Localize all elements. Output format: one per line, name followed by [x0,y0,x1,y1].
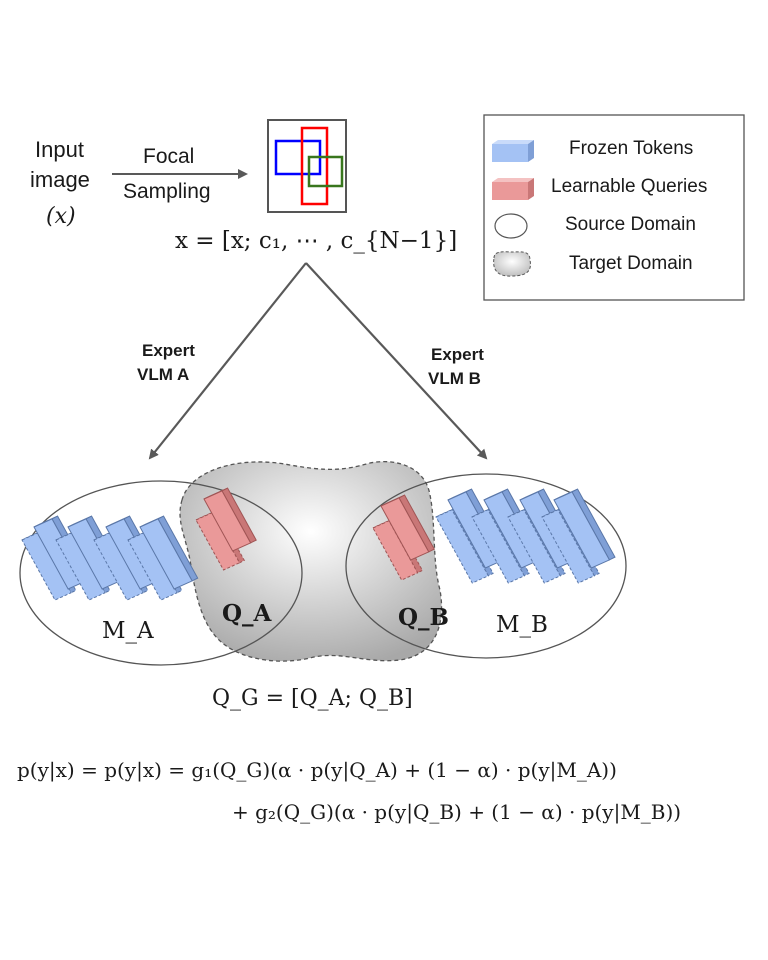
expert-a-line1: Expert [142,341,195,360]
learnable-query-a [203,487,257,552]
crop-box-red [300,126,329,206]
label-m-a: M_A [102,618,154,644]
expert-b-arrow [305,262,488,460]
legend-target-label: Target Domain [569,253,693,274]
legend-learnable-label: Learnable Queries [551,176,708,197]
legend-source-swatch [494,213,528,239]
label-q-a: Q_A [222,600,272,627]
focal-label-line1: Focal [143,145,195,168]
learnable-query-b [380,494,435,561]
expert-b-line1: Expert [431,345,484,364]
legend [483,114,745,301]
focal-label-line2: Sampling [123,180,211,203]
input-variable: (x) [46,204,76,229]
source-domain-a [19,480,303,666]
target-domain-blob [179,460,443,662]
expert-a-line2: VLM A [137,365,190,384]
label-q-b: Q_B [398,604,449,631]
qg-formula: Q_G = [Q_A; Q_B] [212,686,413,711]
legend-target-swatch [493,251,531,277]
input-label-line1: Input [35,137,84,162]
crop-box-green [307,155,344,188]
equation-line2: + g₂(Q_G)(α · p(y|Q_B) + (1 − α) · p(y|M… [232,800,682,824]
legend-source-label: Source Domain [565,214,696,235]
legend-frozen-label: Frozen Tokens [569,138,694,159]
tokens-layer [21,487,616,601]
input-label-line2: image [30,167,90,192]
crops-formula: x = [x; c₁, ⋯ , c_{N−1}] [175,228,458,254]
frozen-token-b [553,488,616,569]
sampled-image-thumbnail [267,119,347,213]
legend-frozen-swatch [492,140,534,162]
expert-b-line2: VLM B [428,369,481,388]
legend-learnable-swatch [492,178,534,200]
equation-line1: p(y|x) = p(y|x) = g₁(Q_G)(α · p(y|Q_A) +… [17,758,617,782]
expert-a-arrow [148,262,307,460]
source-domain-b [345,473,627,659]
frozen-token-a [139,515,199,590]
label-m-b: M_B [496,612,548,638]
